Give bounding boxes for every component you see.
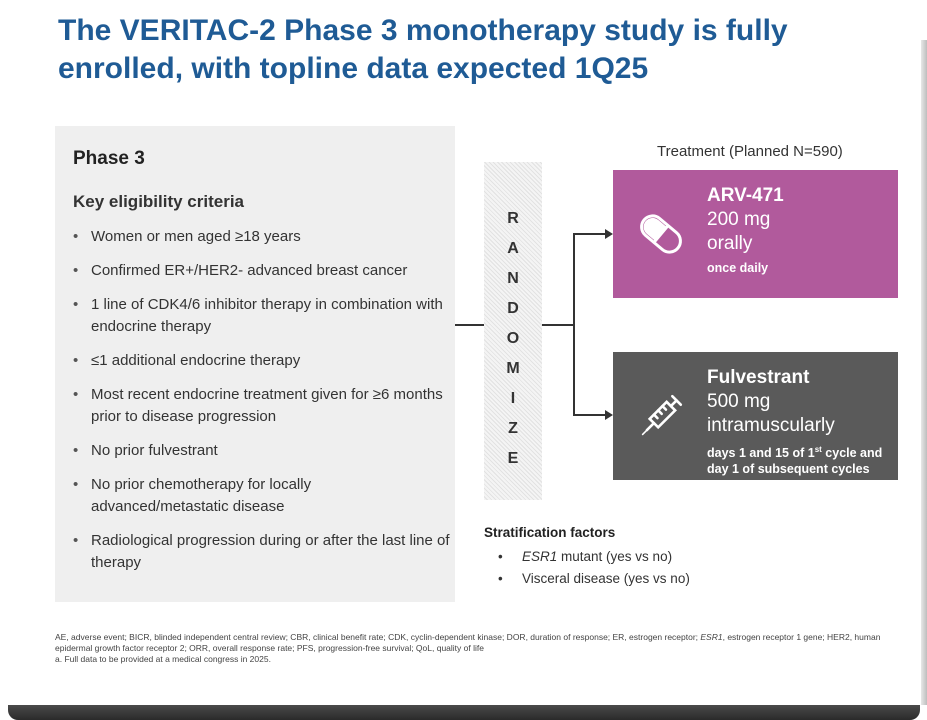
randomize-bar: R A N D O M I Z E <box>484 162 542 500</box>
arm2-details: Fulvestrant 500 mg intramuscularly days … <box>707 366 897 477</box>
footnote-part-b: , estrogen receptor 1 gene; HER2, human … <box>55 632 881 653</box>
arrow-arm2-icon <box>605 410 613 420</box>
stratification-item-text: mutant (yes vs no) <box>557 549 673 564</box>
footnote-part-a: AE, adverse event; BICR, blinded indepen… <box>55 632 701 642</box>
arm1-details: ARV-471 200 mg orally once daily <box>707 184 897 276</box>
footnote-abbreviations: AE, adverse event; BICR, blinded indepen… <box>55 632 905 654</box>
randomize-letter: N <box>507 270 519 287</box>
phase-heading: Phase 3 <box>73 148 145 169</box>
arm2-schedule-line2: day 1 of subsequent cycles <box>707 462 870 477</box>
slide-title: The VERITAC-2 Phase 3 monotherapy study … <box>58 12 898 88</box>
stratification-item-text: Visceral disease (yes vs no) <box>522 571 690 586</box>
arm2-schedule-a: days 1 and 15 of 1 <box>707 446 815 461</box>
eligibility-item: No prior chemotherapy for locally advanc… <box>73 474 451 518</box>
randomize-letter: D <box>507 300 519 317</box>
randomize-letter: R <box>507 210 519 227</box>
footnote-note-a: a. Full data to be provided at a medical… <box>55 654 271 664</box>
arm1-dose: 200 mg <box>707 209 771 230</box>
connector-out <box>542 324 574 326</box>
connector-arm2 <box>573 414 605 416</box>
title-line-1: The VERITAC-2 Phase 3 monotherapy study … <box>58 14 788 47</box>
slide-edge-shadow <box>921 40 927 705</box>
slide-bottom-shadow <box>8 705 920 720</box>
arm1-schedule: once daily <box>707 261 769 275</box>
eligibility-item: Most recent endocrine treatment given fo… <box>73 384 451 428</box>
stratification-factors: Stratification factors ESR1 mutant (yes … <box>484 525 884 590</box>
eligibility-item: Women or men aged ≥18 years <box>73 226 451 248</box>
arm1-name: ARV-471 <box>707 185 784 206</box>
eligibility-item: ≤1 additional endocrine therapy <box>73 350 451 372</box>
randomize-letter: I <box>510 390 516 407</box>
treatment-arm-arv471: ARV-471 200 mg orally once daily <box>613 170 898 298</box>
arm2-route: intramuscularly <box>707 415 835 436</box>
arm2-schedule: days 1 and 15 of 1st cycle and <box>707 442 897 461</box>
eligibility-item: 1 line of CDK4/6 inhibitor therapy in co… <box>73 294 451 338</box>
connector-arm1 <box>573 233 605 235</box>
connector-in <box>455 324 484 326</box>
pill-icon <box>633 206 689 262</box>
stratification-item: ESR1 mutant (yes vs no) <box>484 546 884 568</box>
connector-branch <box>573 233 575 415</box>
stratification-title: Stratification factors <box>484 525 616 540</box>
arm2-dose: 500 mg <box>707 391 771 412</box>
arm2-name: Fulvestrant <box>707 367 810 388</box>
arm1-route: orally <box>707 233 753 254</box>
stratification-item: Visceral disease (yes vs no) <box>484 568 884 590</box>
eligibility-item: No prior fulvestrant <box>73 440 451 462</box>
randomize-letter: O <box>506 330 520 347</box>
eligibility-heading: Key eligibility criteria <box>73 192 245 211</box>
arm2-schedule-b: cycle and <box>821 446 883 461</box>
randomize-letter: Z <box>508 420 518 437</box>
syringe-icon <box>633 388 689 444</box>
randomize-letter: M <box>506 360 520 377</box>
randomize-letter: A <box>507 240 519 257</box>
arrow-arm1-icon <box>605 229 613 239</box>
eligibility-list: Women or men aged ≥18 years Confirmed ER… <box>73 226 451 586</box>
stratification-item-italic: ESR1 <box>522 549 558 564</box>
randomize-letter: E <box>507 450 519 467</box>
title-line-2: enrolled, with topline data expected 1Q2… <box>58 52 649 85</box>
randomize-label: R A N D O M I Z E <box>484 204 542 474</box>
treatment-arm-fulvestrant: Fulvestrant 500 mg intramuscularly days … <box>613 352 898 480</box>
treatment-label: Treatment (Planned N=590) <box>657 143 843 160</box>
arm2-schedule-sup: st <box>814 445 822 454</box>
eligibility-item: Radiological progression during or after… <box>73 530 451 574</box>
eligibility-criteria-panel: Phase 3 Key eligibility criteria Women o… <box>55 126 455 602</box>
footnote-italic: ESR1 <box>700 632 723 642</box>
footnote: AE, adverse event; BICR, blinded indepen… <box>55 632 905 665</box>
eligibility-item: Confirmed ER+/HER2- advanced breast canc… <box>73 260 451 282</box>
stratification-list: ESR1 mutant (yes vs no) Visceral disease… <box>484 546 884 590</box>
